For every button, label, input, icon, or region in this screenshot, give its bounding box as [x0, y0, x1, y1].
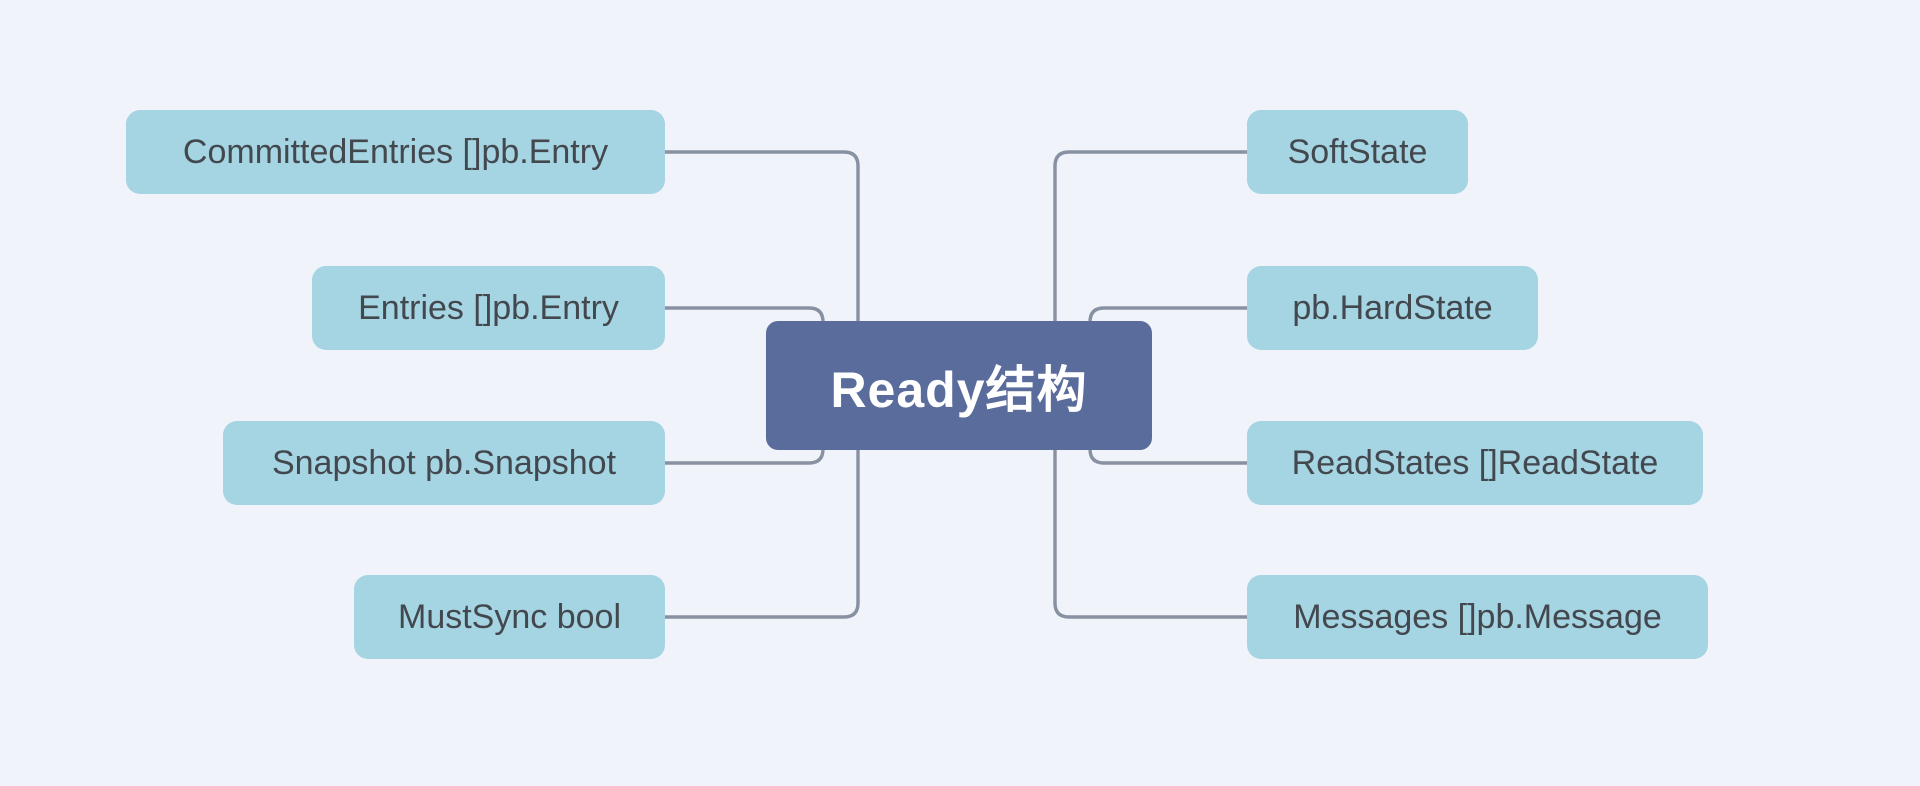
node-label: Messages []pb.Message	[1293, 597, 1662, 636]
root-node-label: Ready结构	[830, 361, 1088, 418]
node-label: Snapshot pb.Snapshot	[271, 443, 617, 482]
node-committed-entries[interactable]: CommittedEntries []pb.Entry	[126, 110, 665, 194]
node-messages[interactable]: Messages []pb.Message	[1247, 575, 1708, 659]
root-node-ready[interactable]: Ready结构	[766, 321, 1152, 450]
node-readstates[interactable]: ReadStates []ReadState	[1247, 421, 1703, 505]
node-label: pb.HardState	[1292, 288, 1493, 327]
node-label: CommittedEntries []pb.Entry	[182, 132, 609, 171]
node-label: ReadStates []ReadState	[1291, 443, 1659, 482]
node-mustsync[interactable]: MustSync bool	[354, 575, 665, 659]
node-label: MustSync bool	[398, 597, 621, 636]
node-snapshot[interactable]: Snapshot pb.Snapshot	[223, 421, 665, 505]
node-entries[interactable]: Entries []pb.Entry	[312, 266, 665, 350]
node-softstate[interactable]: SoftState	[1247, 110, 1468, 194]
node-hardstate[interactable]: pb.HardState	[1247, 266, 1538, 350]
node-label: SoftState	[1287, 132, 1428, 171]
node-label: Entries []pb.Entry	[358, 288, 619, 327]
